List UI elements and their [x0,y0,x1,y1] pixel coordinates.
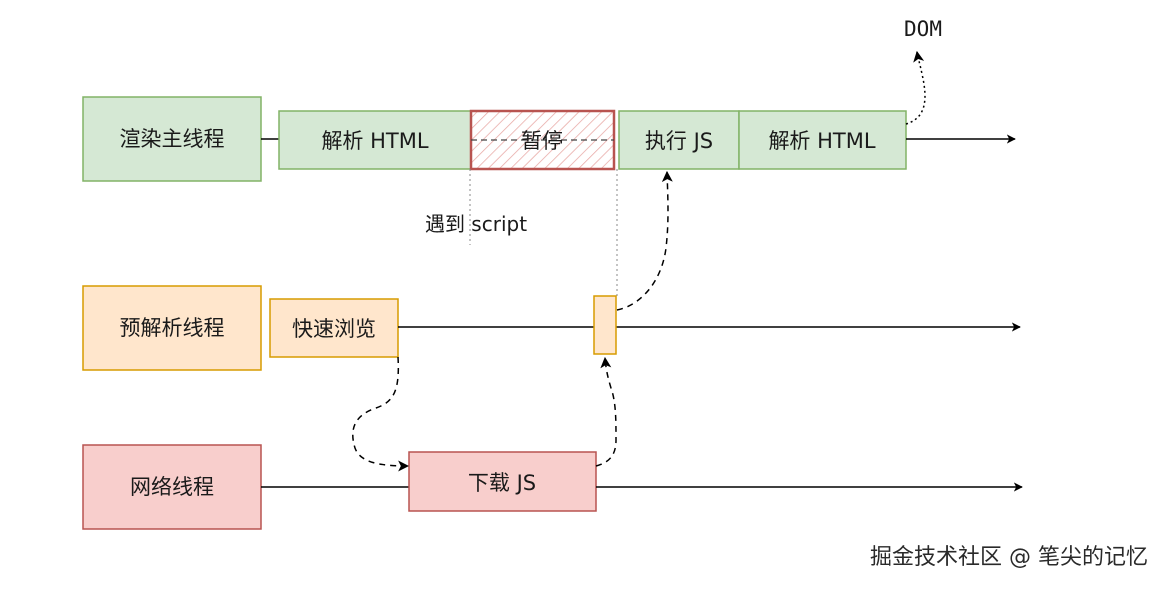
preparse-thread-row: 预解析线程 快速浏览 [82,285,1021,371]
main-thread-label: 渲染主线程 [120,127,225,151]
preparse-thread-label: 预解析线程 [120,316,225,340]
main-thread-row: 渲染主线程 解析 HTML 暂停 执行 JS 解析 HTML [82,96,1016,182]
watermark: 掘金技术社区 @ 笔尖的记忆 [870,545,1148,570]
preparse-thread-label-box [82,285,262,371]
download-js-task-label: 下载 JS [468,471,536,495]
main-thread-label-box [82,96,262,182]
network-thread-label: 网络线程 [130,475,214,499]
quick-scan-task [269,298,399,358]
dom-label: DOM [904,17,942,41]
parse-html-task-1-label: 解析 HTML [321,129,428,153]
preparse-to-execute-arrow [616,170,673,311]
network-thread-label-box [82,444,262,530]
quick-scan-to-download-arrow [352,356,410,472]
network-thread-row: 网络线程 下载 JS [82,444,1023,530]
encounter-script-label: 遇到 script [425,212,527,236]
download-to-preparse-arrow [595,356,617,467]
download-js-task [408,451,597,512]
quick-scan-task-label: 快速浏览 [292,317,376,341]
parse-html-task-2 [738,110,907,170]
preparse-small-task [593,295,617,355]
dom-dotted-arrow [905,50,926,125]
parse-html-task-1 [278,110,472,170]
parse-html-task-2-label: 解析 HTML [768,129,875,153]
dom-output: DOM [904,17,942,125]
pause-task-label: 暂停 [521,129,563,153]
execute-js-task-label: 执行 JS [645,129,713,153]
